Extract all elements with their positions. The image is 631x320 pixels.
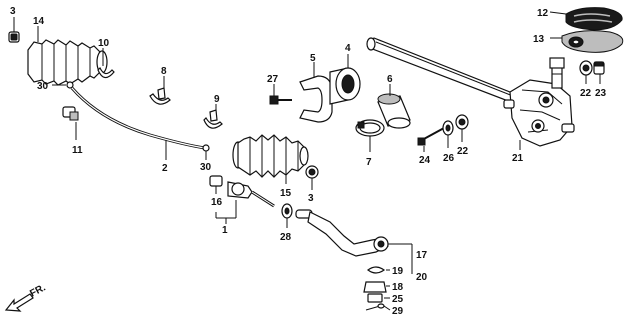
callout-14: 14 xyxy=(33,16,45,27)
part-6-rack-stop: 6 xyxy=(377,74,411,129)
callout-2: 2 xyxy=(162,163,168,174)
part-27-bolt: 27 xyxy=(267,74,292,105)
front-direction-label: FR. xyxy=(28,282,48,299)
callout-7: 7 xyxy=(366,157,372,168)
callout-3-middle: 3 xyxy=(308,193,314,204)
part-4-rack-bushing: 4 xyxy=(329,43,361,105)
part-1-tie-rod-assembly: 16 1 xyxy=(209,175,275,236)
callout-20: 20 xyxy=(416,272,428,283)
callout-1: 1 xyxy=(222,225,228,236)
part-30-grommet-left: 30 xyxy=(37,81,74,92)
callout-21: 21 xyxy=(512,153,524,164)
callout-23: 23 xyxy=(595,88,607,99)
callout-26: 26 xyxy=(443,153,455,164)
part-28-lock-nut: 28 xyxy=(280,203,293,243)
part-25-castle-nut: 25 xyxy=(367,293,404,305)
callout-5: 5 xyxy=(310,53,316,64)
callout-19: 19 xyxy=(392,266,404,277)
part-5-mounting-bracket: 5 xyxy=(299,53,333,123)
part-13-steering-seal: 13 xyxy=(533,30,624,53)
callout-9: 9 xyxy=(214,94,220,105)
callout-22-upper: 22 xyxy=(580,88,592,99)
callout-17: 17 xyxy=(416,250,428,261)
callout-25: 25 xyxy=(392,294,404,305)
callout-10: 10 xyxy=(98,38,110,49)
callout-8: 8 xyxy=(161,66,167,77)
callout-4: 4 xyxy=(345,43,351,54)
part-14-rack-boot-left: 14 xyxy=(27,16,108,86)
callout-11: 11 xyxy=(72,145,83,156)
part-8-clip: 8 xyxy=(149,66,171,105)
callout-29: 29 xyxy=(392,306,404,317)
part-11-hose-clamp: 11 xyxy=(62,106,83,156)
callout-6: 6 xyxy=(387,74,393,85)
callout-18: 18 xyxy=(392,282,404,293)
callout-16: 16 xyxy=(211,197,223,208)
part-21-steering-gearbox: 21 xyxy=(366,37,575,164)
part-7-bushing-band: 7 xyxy=(355,119,385,168)
front-direction-indicator: FR. xyxy=(4,282,48,312)
callout-12: 12 xyxy=(537,8,549,19)
part-22-nut-upper: 22 xyxy=(579,60,593,99)
part-26-washer: 26 xyxy=(442,120,455,164)
callout-22-lower: 22 xyxy=(457,146,469,157)
part-10-boot-band: 10 xyxy=(97,38,115,79)
part-15-rack-boot-right: 15 xyxy=(232,134,309,199)
callout-3-top: 3 xyxy=(10,6,16,17)
part-3-nut-middle: 3 xyxy=(305,165,319,204)
part-18-dust-seal: 18 xyxy=(363,281,404,293)
part-17-tie-rod-end: 17 20 xyxy=(295,209,428,283)
part-30-grommet-middle: 30 xyxy=(200,144,212,173)
callout-30-left: 30 xyxy=(37,81,49,92)
callout-27: 27 xyxy=(267,74,279,85)
part-12-dust-cover: 12 xyxy=(537,7,623,31)
callout-28: 28 xyxy=(280,232,292,243)
front-arrow-icon xyxy=(4,293,34,312)
part-3-nut-top: 3 xyxy=(8,6,20,43)
part-23-cap: 23 xyxy=(593,61,607,99)
part-22-nut-lower: 22 xyxy=(455,114,469,157)
callout-24: 24 xyxy=(419,155,431,166)
part-2-vent-tube: 2 xyxy=(70,87,206,174)
callout-15: 15 xyxy=(280,188,292,199)
part-19-boot-clip: 19 xyxy=(366,266,404,277)
part-9-clip: 9 xyxy=(203,94,223,129)
part-24-bolt: 24 xyxy=(417,127,445,166)
part-29-cotter-pin: 29 xyxy=(365,303,404,317)
callout-13: 13 xyxy=(533,34,545,45)
callout-30-middle: 30 xyxy=(200,162,212,173)
